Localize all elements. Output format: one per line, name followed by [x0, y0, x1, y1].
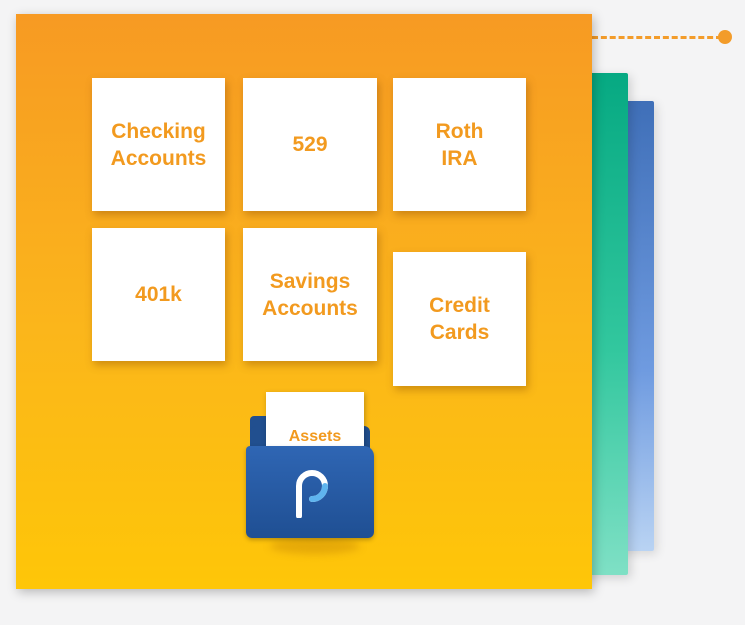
tile-label: 401k	[135, 283, 182, 306]
folder-shadow	[270, 538, 360, 554]
tile-roth-ira[interactable]: Roth IRA	[393, 78, 526, 211]
tile-401k[interactable]: 401k	[92, 228, 225, 361]
tile-label: Roth IRA	[435, 119, 484, 170]
main-assets-card: Checking Accounts 529 Roth IRA 401k Savi…	[16, 14, 592, 589]
tile-checking-accounts[interactable]: Checking Accounts	[92, 78, 225, 211]
tile-529[interactable]: 529	[243, 78, 377, 211]
tile-credit-cards[interactable]: Credit Cards	[393, 252, 526, 386]
assets-folder[interactable]: Assets	[236, 378, 384, 568]
folder-front	[246, 446, 374, 538]
tile-label: Checking Accounts	[110, 119, 207, 170]
dashed-connector-line	[592, 36, 722, 39]
assets-document-label: Assets	[288, 428, 342, 445]
tile-savings-accounts[interactable]: Savings Accounts	[243, 228, 377, 361]
tile-label: Credit Cards	[429, 294, 490, 344]
connector-dot	[718, 30, 732, 44]
tile-label: 529	[292, 133, 328, 156]
tile-label: Savings Accounts	[262, 269, 358, 320]
p-logo-icon	[296, 470, 328, 518]
